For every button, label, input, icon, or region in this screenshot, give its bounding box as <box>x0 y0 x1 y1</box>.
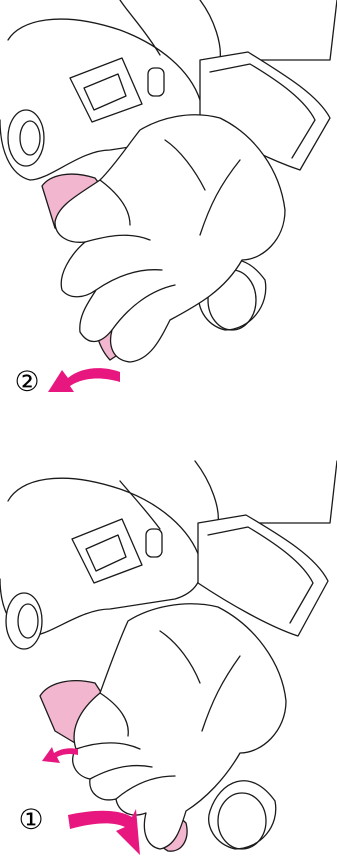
glove-cuff <box>197 514 329 637</box>
knob <box>7 109 45 167</box>
knob <box>5 592 43 650</box>
glove-hand <box>72 603 287 850</box>
illustration-step-1: ① <box>0 431 337 863</box>
rotation-arrow-right <box>68 809 140 855</box>
switch-button <box>85 534 127 572</box>
handle-tube <box>208 780 277 850</box>
rotation-arrow-left <box>48 368 120 392</box>
sleeve <box>194 460 337 524</box>
lock-knob <box>145 528 163 558</box>
sleeve <box>199 0 337 61</box>
switch-button <box>83 73 127 111</box>
step-number-label: ① <box>18 803 44 836</box>
illustration-step-2: ② <box>0 0 337 398</box>
small-arrow-left <box>42 747 78 763</box>
step-number-label: ② <box>14 365 40 398</box>
lock-knob <box>147 67 165 97</box>
